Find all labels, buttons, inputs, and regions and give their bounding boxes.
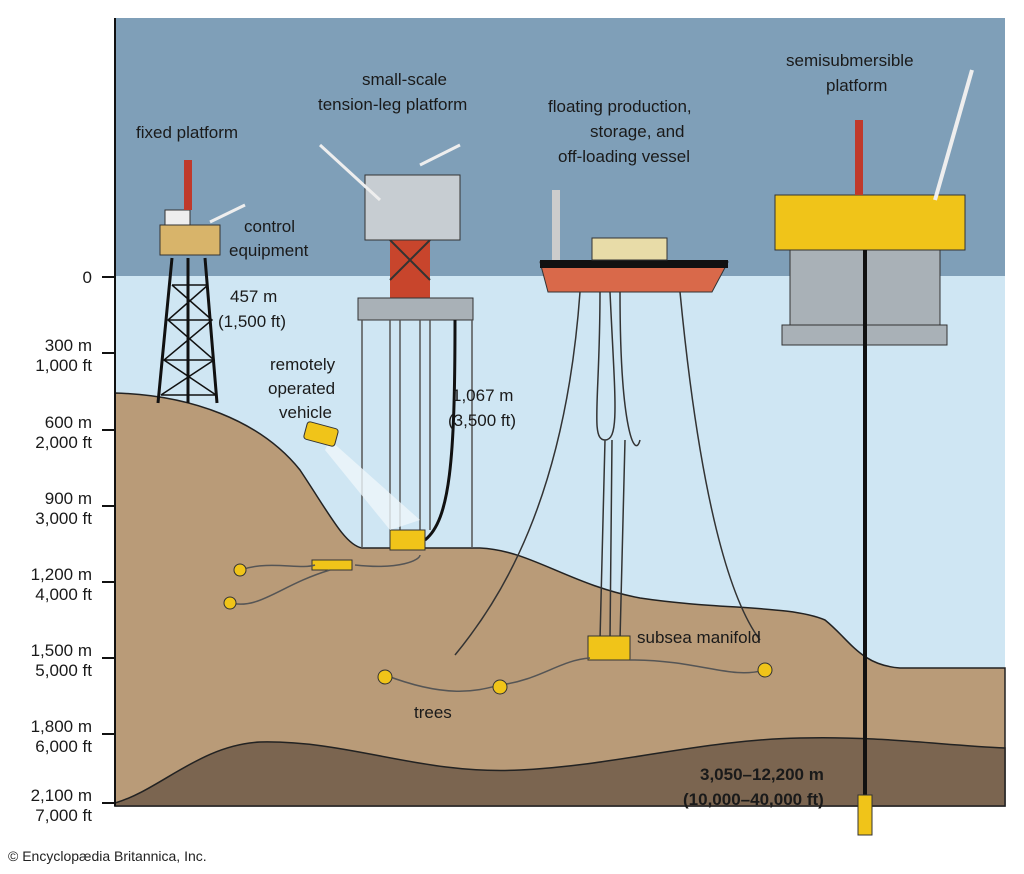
label-tlp-depth-ft: (3,500 ft) bbox=[448, 411, 516, 430]
depth-label-ft: 5,000 ft bbox=[35, 661, 92, 680]
tree-icon bbox=[233, 563, 247, 577]
copyright-credit: © Encyclopædia Britannica, Inc. bbox=[8, 848, 207, 864]
depth-label-m: 2,100 m bbox=[31, 786, 92, 805]
depth-label-m: 600 m bbox=[45, 413, 92, 432]
label-rov-2: operated bbox=[268, 379, 335, 398]
label-tlp-1: small-scale bbox=[362, 70, 447, 89]
depth-label-ft: 7,000 ft bbox=[35, 806, 92, 825]
label-semisub-2: platform bbox=[826, 76, 887, 95]
label-fpso-3: off-loading vessel bbox=[558, 147, 690, 166]
fixed-platform bbox=[156, 160, 246, 404]
label-semisub-1: semisubmersible bbox=[786, 51, 914, 70]
depth-label-ft: 4,000 ft bbox=[35, 585, 92, 604]
label-tlp-depth-m: 1,067 m bbox=[452, 386, 513, 405]
label-fpso-1: floating production, bbox=[548, 97, 692, 116]
depth-axis: 0 300 m1,000 ft 600 m2,000 ft 900 m3,000 ft… bbox=[31, 268, 115, 825]
tree-icon bbox=[492, 679, 508, 695]
depth-label-m: 0 bbox=[83, 268, 92, 287]
depth-label-m: 1,200 m bbox=[31, 565, 92, 584]
label-tlp-2: tension-leg platform bbox=[318, 95, 467, 114]
tension-leg-platform bbox=[318, 143, 474, 551]
tree-icon bbox=[377, 669, 393, 685]
label-fixed-platform: fixed platform bbox=[136, 123, 238, 142]
fpso-vessel bbox=[454, 190, 761, 656]
depth-label-m: 1,800 m bbox=[31, 717, 92, 736]
label-control-equipment-2: equipment bbox=[229, 241, 309, 260]
label-fixed-depth-ft: (1,500 ft) bbox=[218, 312, 286, 331]
depth-label-m: 300 m bbox=[45, 336, 92, 355]
depth-label-m: 1,500 m bbox=[31, 641, 92, 660]
depth-label-ft: 6,000 ft bbox=[35, 737, 92, 756]
seabed bbox=[114, 392, 1006, 807]
label-fpso-2: storage, and bbox=[590, 122, 685, 141]
depth-label-ft: 3,000 ft bbox=[35, 509, 92, 528]
depth-label-m: 900 m bbox=[45, 489, 92, 508]
tree-icon bbox=[757, 662, 773, 678]
bedrock bbox=[114, 736, 1006, 807]
depth-label-ft: 1,000 ft bbox=[35, 356, 92, 375]
label-control-equipment-1: control bbox=[244, 217, 295, 236]
label-subsea-manifold: subsea manifold bbox=[637, 628, 761, 647]
label-rov-3: vehicle bbox=[279, 403, 332, 422]
label-rov-1: remotely bbox=[270, 355, 336, 374]
remotely-operated-vehicle bbox=[303, 421, 420, 530]
label-trees: trees bbox=[414, 703, 452, 722]
label-semisub-depth-m: 3,050–12,200 m bbox=[700, 765, 824, 784]
subsea-equipment bbox=[223, 554, 773, 695]
depth-label-ft: 2,000 ft bbox=[35, 433, 92, 452]
semisubmersible-platform bbox=[774, 69, 974, 836]
label-fixed-depth-m: 457 m bbox=[230, 287, 277, 306]
label-semisub-depth-ft: (10,000–40,000 ft) bbox=[683, 790, 824, 809]
tree-icon bbox=[223, 596, 237, 610]
